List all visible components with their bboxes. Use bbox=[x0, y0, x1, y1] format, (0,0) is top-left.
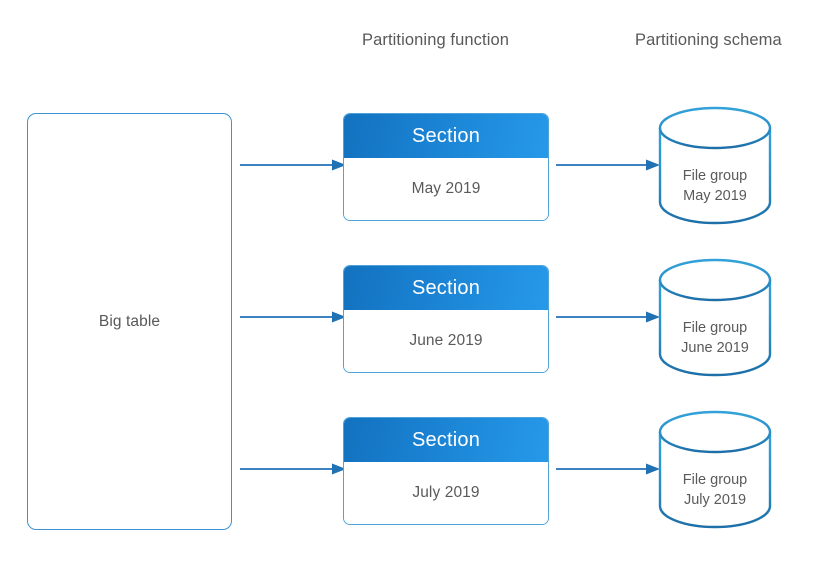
arrow-table-to-section-3 bbox=[240, 461, 346, 477]
big-table-box: Big table bbox=[27, 113, 232, 530]
section-title-3: Section bbox=[411, 428, 481, 451]
column-header-partitioning-schema: Partitioning schema bbox=[635, 31, 782, 49]
filegroup-cylinder-3[interactable]: File group July 2019 bbox=[657, 410, 773, 529]
section-period-2: June 2019 bbox=[409, 332, 483, 349]
section-card-body-1: May 2019 bbox=[344, 158, 548, 220]
big-table-label: Big table bbox=[98, 312, 161, 330]
arrow-section-to-filegroup-2 bbox=[556, 309, 660, 325]
section-card-1[interactable]: Section May 2019 bbox=[343, 113, 549, 221]
arrow-table-to-section-1 bbox=[240, 157, 346, 173]
section-card-body-2: June 2019 bbox=[344, 310, 548, 372]
filegroup-cylinder-2[interactable]: File group June 2019 bbox=[657, 258, 773, 377]
section-card-3[interactable]: Section July 2019 bbox=[343, 417, 549, 525]
arrow-section-to-filegroup-3 bbox=[556, 461, 660, 477]
section-period-3: July 2019 bbox=[412, 484, 480, 501]
section-card-header-3: Section bbox=[344, 418, 548, 462]
filegroup-cylinder-1[interactable]: File group May 2019 bbox=[657, 106, 773, 225]
section-period-1: May 2019 bbox=[411, 180, 481, 197]
section-card-2[interactable]: Section June 2019 bbox=[343, 265, 549, 373]
arrow-table-to-section-2 bbox=[240, 309, 346, 325]
section-card-body-3: July 2019 bbox=[344, 462, 548, 524]
arrow-section-to-filegroup-1 bbox=[556, 157, 660, 173]
section-card-header-1: Section bbox=[344, 114, 548, 158]
column-header-partitioning-function: Partitioning function bbox=[362, 31, 510, 49]
section-title-1: Section bbox=[411, 124, 481, 147]
section-title-2: Section bbox=[411, 276, 481, 299]
section-card-header-2: Section bbox=[344, 266, 548, 310]
